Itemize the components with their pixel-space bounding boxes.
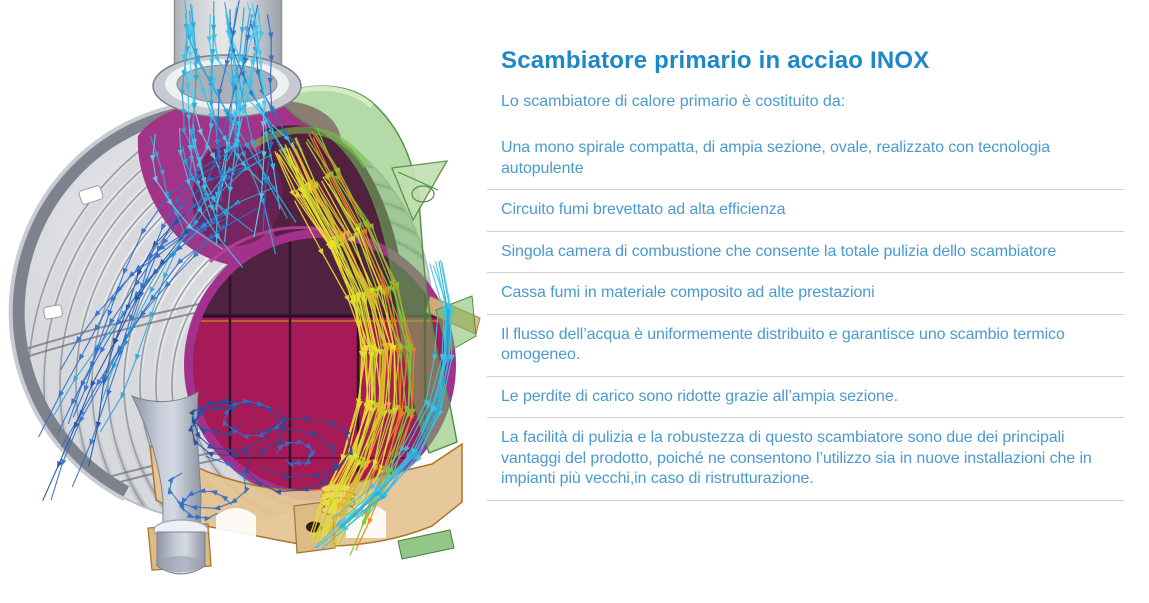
heat-exchanger-cfd-image	[0, 0, 490, 603]
content-panel: Scambiatore primario in acciao INOX Lo s…	[487, 46, 1140, 501]
list-item: Singola camera di combustione che consen…	[487, 232, 1124, 273]
list-item: Una mono spirale compatta, di ampia sezi…	[487, 128, 1124, 190]
list-item: Circuito fumi brevettato ad alta efficie…	[487, 190, 1124, 232]
list-item: Le perdite di carico sono ridotte grazie…	[487, 377, 1124, 418]
flow-streamlines	[38, 0, 455, 556]
list-item: Cassa fumi in materiale composito ad alt…	[487, 273, 1124, 315]
feature-list: Una mono spirale compatta, di ampia sezi…	[487, 128, 1140, 501]
list-item: La facilità di pulizia e la robustezza d…	[487, 418, 1124, 501]
cfd-rendering	[8, 0, 481, 575]
mount-tab	[43, 304, 63, 320]
page-title: Scambiatore primario in acciao INOX	[501, 47, 930, 74]
intro-text: Lo scambiatore di calore primario è cost…	[501, 93, 846, 110]
list-item: Il flusso dell’acqua è uniformemente dis…	[487, 315, 1124, 377]
